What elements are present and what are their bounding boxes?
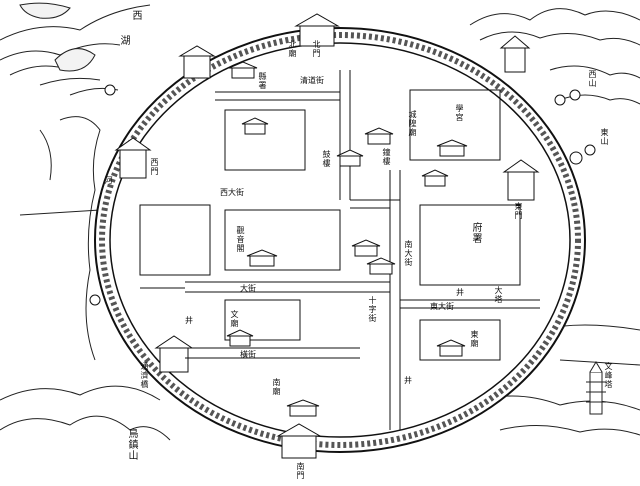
label-county: 縣署 xyxy=(258,72,267,90)
label-north-gate: 北門 xyxy=(312,40,321,58)
label-great-pagoda: 大塔 xyxy=(494,286,503,304)
label-wen-temple: 文廟 xyxy=(230,310,239,328)
label-hill-ne: 東山 xyxy=(600,128,609,146)
label-south-temple: 南廟 xyxy=(272,378,281,396)
label-pagoda-se: 文峰塔 xyxy=(604,362,613,389)
label-study-palace: 學宮 xyxy=(455,104,464,122)
label-street-3: 橫街 xyxy=(240,350,256,359)
pavilion xyxy=(226,329,254,347)
label-street-5: 西大街 xyxy=(220,188,244,197)
label-bell-tower: 鐘樓 xyxy=(382,148,391,166)
west-riverbank xyxy=(0,116,171,441)
pavilion xyxy=(228,61,258,79)
label-sw-note: 通濟橋 xyxy=(140,362,149,389)
trees xyxy=(89,84,596,306)
label-prefecture: 府署 xyxy=(470,222,481,244)
north-yamen-compound xyxy=(224,109,306,171)
west-compound xyxy=(224,209,341,271)
label-street-4: 南大街 xyxy=(404,240,413,267)
compounds xyxy=(139,89,521,361)
label-well-3: 井 xyxy=(404,376,412,385)
pavilion xyxy=(436,139,468,157)
pavilion xyxy=(286,399,320,417)
west-gate-tower xyxy=(114,137,152,179)
label-temple-north: 北廟 xyxy=(288,40,297,58)
southeast-pagoda xyxy=(586,361,606,415)
pavilion xyxy=(246,249,278,267)
label-west-lake-w: 西 xyxy=(130,10,141,21)
pavilion xyxy=(436,339,466,357)
northeast-corner-tower xyxy=(499,35,531,73)
label-well-1: 井 xyxy=(185,316,193,325)
west-ward xyxy=(139,204,211,276)
streets xyxy=(140,70,540,430)
east-gate-tower xyxy=(502,159,540,201)
label-west-lake-h: 湖 xyxy=(118,35,129,46)
north-gate-tower xyxy=(294,13,340,47)
label-river-w: 河 xyxy=(104,176,113,185)
label-city-god: 城隍廟 xyxy=(408,110,417,137)
label-west-pavilion: 西山 xyxy=(588,70,597,88)
label-mountain-sw: 鳥鎮山 xyxy=(126,428,137,461)
northwest-lake xyxy=(0,2,151,96)
southwest-gate-tower xyxy=(154,335,194,373)
pavilion xyxy=(336,149,364,167)
pavilion xyxy=(241,117,269,135)
prefecture-compound xyxy=(419,204,521,286)
south-gate-tower xyxy=(276,423,322,459)
pavilion xyxy=(421,169,449,187)
label-street-6: 東大街 xyxy=(430,302,454,311)
label-lane-1: 十字街 xyxy=(368,296,377,323)
label-south-gate: 南門 xyxy=(296,462,305,480)
northwest-gate-tower xyxy=(178,45,216,79)
label-drum-tower: 鼓樓 xyxy=(322,150,331,168)
gate-towers xyxy=(114,13,540,459)
label-hall-inner: 觀音閣 xyxy=(236,226,245,253)
wen-temple-compound xyxy=(224,299,301,341)
pavilion xyxy=(366,257,396,275)
east-temple-compound xyxy=(419,319,501,361)
city-god-compound xyxy=(409,89,501,161)
label-west-gate: 西門 xyxy=(150,158,159,176)
label-east-temple: 東廟 xyxy=(470,330,479,348)
label-east-gate: 東門 xyxy=(514,202,523,220)
buildings xyxy=(226,61,468,417)
label-well-2: 井 xyxy=(456,288,464,297)
label-street-2: 大街 xyxy=(240,284,256,293)
pavilion xyxy=(351,239,381,257)
label-street-1: 清道街 xyxy=(300,76,324,85)
pavilion xyxy=(364,127,394,145)
